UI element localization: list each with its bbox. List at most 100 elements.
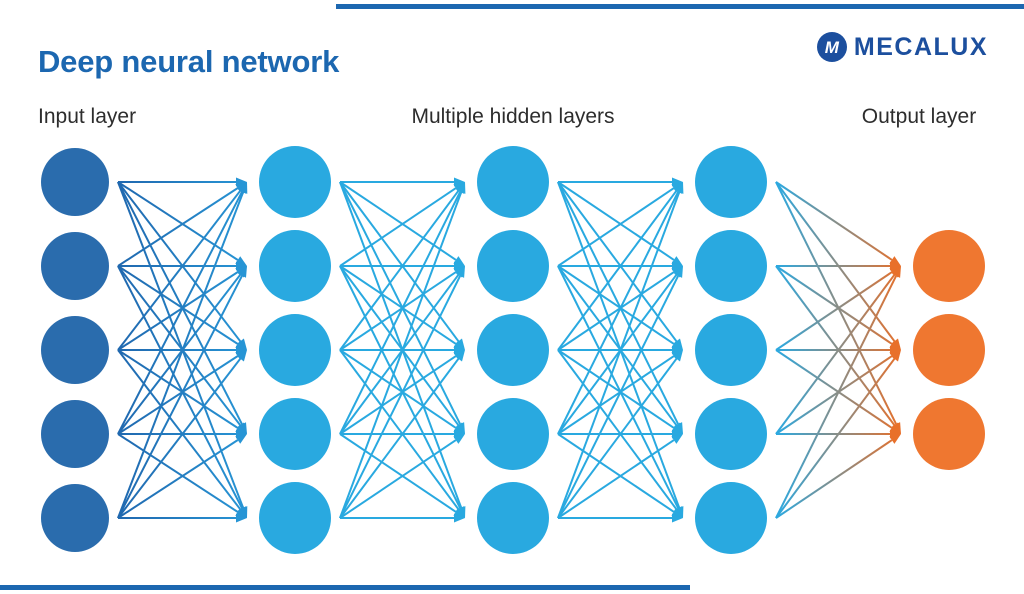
- arrowhead-icon: [672, 350, 683, 362]
- connection-line: [117, 349, 242, 510]
- connection-line: [557, 191, 681, 519]
- connection-line: [117, 271, 239, 351]
- hidden-1-layer-nodes: [259, 146, 331, 554]
- arrowhead-icon: [236, 513, 247, 523]
- brand-wordmark: MECALUX: [853, 32, 988, 61]
- connection-line: [339, 274, 460, 435]
- connection-line: [557, 187, 675, 267]
- connection-line: [557, 265, 675, 345]
- connection-line: [339, 275, 461, 519]
- hidden-2-layer-nodes: [477, 146, 549, 554]
- connection-line: [557, 181, 678, 342]
- hidden-3-layer-nodes: [695, 146, 767, 554]
- brand-logo: M MECALUX: [816, 32, 988, 62]
- connection-line: [775, 271, 893, 351]
- arrowhead-icon: [453, 434, 465, 444]
- connection-line: [339, 181, 460, 342]
- connection-line: [339, 187, 457, 267]
- connection-line: [557, 349, 675, 429]
- connection-line: [775, 181, 896, 342]
- connection-line: [775, 274, 896, 435]
- connection-line: [775, 355, 893, 435]
- connection-line: [557, 190, 678, 351]
- connection-line: [557, 181, 675, 261]
- hidden-1-node-2: [259, 230, 331, 302]
- connection-line: [557, 265, 678, 426]
- arrowhead-icon: [454, 350, 465, 362]
- connection-line: [117, 187, 239, 267]
- connection-line: [557, 349, 678, 510]
- arrowhead-icon: [454, 513, 465, 523]
- hidden-3-node-5: [695, 482, 767, 554]
- connections-hidden-3-to-output: [775, 181, 901, 519]
- connection-line: [339, 181, 463, 509]
- connection-line: [117, 181, 242, 342]
- connection-line: [339, 265, 457, 345]
- connection-line: [557, 433, 675, 513]
- connection-line: [117, 191, 243, 435]
- page-title: Deep neural network: [38, 44, 340, 79]
- connection-line: [339, 265, 461, 509]
- connection-line: [775, 275, 897, 519]
- arrowhead-icon: [674, 266, 683, 278]
- connection-line: [339, 181, 457, 261]
- connection-line: [339, 265, 460, 426]
- connection-line: [339, 439, 457, 519]
- connections-hidden-1-to-hidden-2: [339, 177, 466, 523]
- connection-line: [775, 265, 893, 345]
- input-node-2: [41, 232, 109, 300]
- connection-line: [557, 191, 679, 435]
- connections-hidden-2-to-hidden-3: [557, 177, 684, 523]
- connection-line: [557, 355, 675, 435]
- connection-line: [339, 358, 460, 519]
- connection-line: [557, 274, 678, 435]
- hidden-2-node-4: [477, 398, 549, 470]
- input-node-4: [41, 400, 109, 468]
- input-node-1: [41, 148, 109, 216]
- connection-line: [117, 358, 242, 519]
- connection-line: [117, 181, 245, 509]
- connection-line: [339, 355, 457, 435]
- connection-line: [117, 265, 243, 509]
- hidden-2-node-2: [477, 230, 549, 302]
- connection-line: [339, 433, 457, 513]
- connection-line: [775, 439, 893, 519]
- connection-line: [339, 349, 460, 510]
- connection-line: [117, 265, 242, 426]
- connections-input-to-hidden-1: [117, 177, 248, 523]
- output-layer-nodes: [913, 230, 985, 470]
- connection-line: [775, 358, 896, 519]
- arrowhead-icon: [456, 182, 466, 194]
- connection-line: [775, 265, 896, 426]
- arrowhead-icon: [889, 434, 901, 444]
- connection-line: [117, 275, 243, 519]
- connection-line: [557, 271, 675, 351]
- connection-line: [339, 271, 457, 351]
- arrowhead-icon: [890, 350, 901, 362]
- connection-line: [557, 181, 681, 509]
- arrowhead-icon: [674, 182, 684, 194]
- mecalux-monogram-icon: M: [816, 32, 847, 62]
- connection-line: [557, 439, 675, 519]
- connection-line: [775, 181, 897, 425]
- connection-line: [117, 265, 239, 345]
- arrowhead-icon: [238, 266, 247, 278]
- connection-line: [339, 349, 457, 429]
- input-layer-nodes: [41, 148, 109, 552]
- connection-line: [557, 265, 679, 509]
- input-layer-label: Input layer: [38, 105, 137, 128]
- hidden-2-node-3: [477, 314, 549, 386]
- connection-line: [117, 349, 239, 429]
- input-node-3: [41, 316, 109, 384]
- connection-line: [339, 191, 461, 435]
- connection-line: [117, 355, 239, 435]
- accent-bar-bottom: [0, 585, 690, 590]
- connection-line: [117, 181, 239, 261]
- accent-bar-top: [336, 4, 1024, 9]
- connection-line: [117, 439, 239, 519]
- hidden-3-node-4: [695, 398, 767, 470]
- hidden-2-node-5: [477, 482, 549, 554]
- hidden-1-node-3: [259, 314, 331, 386]
